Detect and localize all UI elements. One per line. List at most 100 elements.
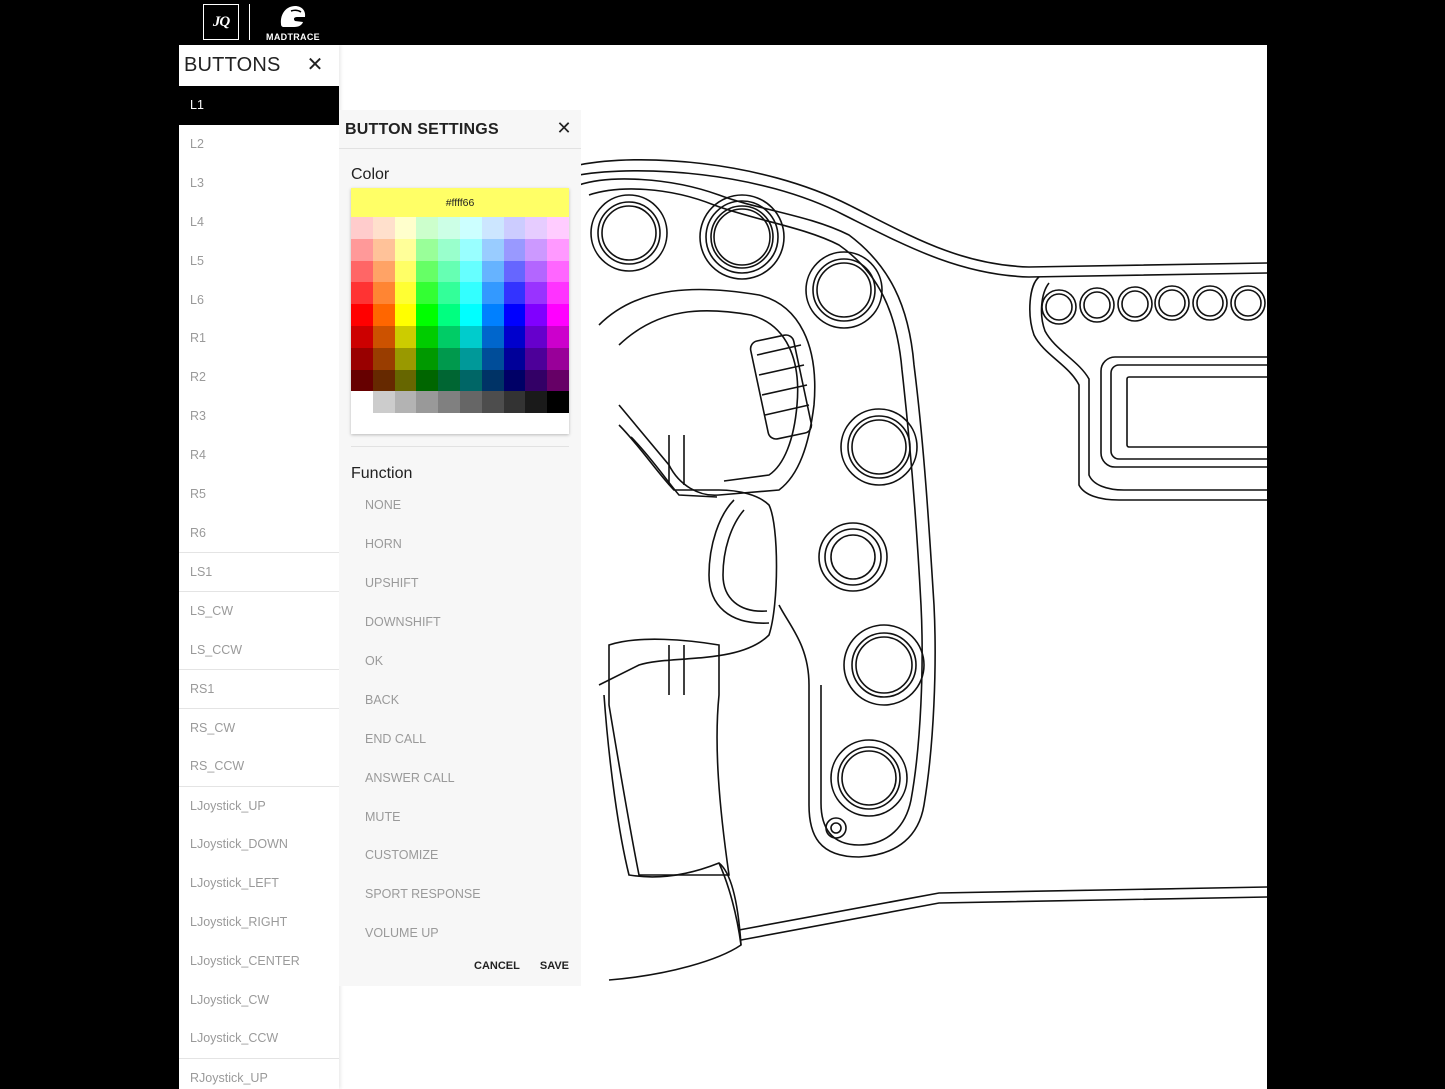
color-swatch[interactable]: [481, 304, 504, 326]
sidebar-item-ls1[interactable]: LS1: [179, 552, 339, 591]
color-swatch[interactable]: [416, 325, 439, 348]
save-button[interactable]: SAVE: [539, 960, 569, 972]
color-swatch[interactable]: [372, 304, 395, 326]
color-swatch[interactable]: [481, 217, 504, 239]
color-swatch[interactable]: [503, 304, 526, 326]
color-swatch[interactable]: [394, 260, 417, 283]
color-swatch[interactable]: [416, 238, 439, 261]
color-swatch[interactable]: [503, 347, 526, 370]
sidebar-item-l4[interactable]: L4: [190, 214, 204, 229]
color-swatch[interactable]: [547, 347, 569, 370]
sidebar-item-l1[interactable]: L1: [179, 86, 339, 125]
sidebar-item-r6[interactable]: R6: [190, 525, 206, 540]
color-swatch[interactable]: [438, 325, 460, 348]
color-swatch[interactable]: [372, 325, 395, 348]
color-swatch[interactable]: [459, 282, 482, 305]
color-swatch[interactable]: [547, 282, 569, 305]
color-swatch[interactable]: [525, 282, 548, 305]
color-swatch[interactable]: [503, 260, 526, 283]
color-swatch[interactable]: [416, 369, 439, 392]
color-swatch[interactable]: [416, 260, 439, 283]
function-option-answer-call[interactable]: ANSWER CALL: [365, 770, 455, 785]
color-swatch[interactable]: [416, 304, 439, 326]
sidebar-item-ljoystick-ccw[interactable]: LJoystick_CCW: [190, 1031, 279, 1046]
color-swatch[interactable]: [394, 238, 417, 261]
color-swatch[interactable]: [394, 391, 417, 414]
color-swatch[interactable]: [525, 217, 548, 239]
sidebar-item-rs-ccw[interactable]: RS_CCW: [190, 759, 245, 774]
color-swatch[interactable]: [547, 369, 569, 392]
color-swatch[interactable]: [438, 391, 460, 414]
color-swatch[interactable]: [372, 217, 395, 239]
color-swatch[interactable]: [438, 282, 460, 305]
sidebar-item-ljoystick-up[interactable]: LJoystick_UP: [179, 785, 339, 825]
color-swatch[interactable]: [459, 260, 482, 283]
color-swatch[interactable]: [503, 325, 526, 348]
function-option-upshift[interactable]: UPSHIFT: [365, 576, 419, 591]
color-swatch[interactable]: [481, 282, 504, 305]
color-swatch[interactable]: [372, 260, 395, 283]
color-swatch[interactable]: [525, 304, 548, 326]
color-swatch[interactable]: [547, 391, 569, 414]
color-swatch[interactable]: [459, 369, 482, 392]
color-swatch[interactable]: [394, 369, 417, 392]
color-swatch[interactable]: [416, 282, 439, 305]
sidebar-item-ljoystick-right[interactable]: LJoystick_RIGHT: [190, 914, 288, 929]
sidebar-item-r3[interactable]: R3: [190, 409, 206, 424]
color-swatch[interactable]: [481, 347, 504, 370]
function-option-horn[interactable]: HORN: [365, 537, 402, 552]
sidebar-item-l5[interactable]: L5: [190, 253, 204, 268]
color-swatch[interactable]: [481, 391, 504, 414]
color-swatch[interactable]: [416, 347, 439, 370]
color-swatch[interactable]: [459, 391, 482, 414]
color-swatch[interactable]: [459, 217, 482, 239]
color-swatch[interactable]: [372, 282, 395, 305]
color-swatch[interactable]: [351, 347, 373, 370]
color-swatch[interactable]: [525, 347, 548, 370]
close-icon[interactable]: ✕: [306, 54, 324, 76]
color-swatch[interactable]: [372, 347, 395, 370]
sidebar-item-l6[interactable]: L6: [190, 292, 204, 307]
color-swatch[interactable]: [351, 325, 373, 348]
function-option-customize[interactable]: CUSTOMIZE: [365, 848, 439, 863]
color-swatch[interactable]: [394, 282, 417, 305]
color-swatch[interactable]: [372, 238, 395, 261]
color-swatch[interactable]: [438, 260, 460, 283]
function-option-sport-response[interactable]: SPORT RESPONSE: [365, 887, 481, 902]
color-swatch[interactable]: [503, 282, 526, 305]
color-swatch[interactable]: [394, 304, 417, 326]
sidebar-item-ljoystick-cw[interactable]: LJoystick_CW: [190, 992, 270, 1007]
sidebar-item-ljoystick-center[interactable]: LJoystick_CENTER: [190, 953, 300, 968]
color-swatch[interactable]: [372, 391, 395, 414]
color-swatch[interactable]: [503, 238, 526, 261]
function-option-mute[interactable]: MUTE: [365, 809, 401, 824]
color-swatch[interactable]: [438, 238, 460, 261]
color-swatch[interactable]: [351, 217, 373, 239]
sidebar-item-rs1[interactable]: RS1: [179, 668, 339, 708]
color-swatch[interactable]: [481, 369, 504, 392]
sidebar-item-ls-ccw[interactable]: LS_CCW: [190, 642, 243, 657]
sidebar-item-ljoystick-left[interactable]: LJoystick_LEFT: [190, 875, 279, 890]
color-swatch[interactable]: [438, 304, 460, 326]
sidebar-item-ls-cw[interactable]: LS_CW: [179, 591, 339, 630]
sidebar-item-r5[interactable]: R5: [190, 486, 206, 501]
color-swatch[interactable]: [459, 304, 482, 326]
color-swatch[interactable]: [525, 325, 548, 348]
color-swatch[interactable]: [547, 238, 569, 261]
color-swatch[interactable]: [481, 238, 504, 261]
color-swatch[interactable]: [547, 304, 569, 326]
color-swatch[interactable]: [438, 217, 460, 239]
sidebar-item-l2[interactable]: L2: [190, 136, 204, 151]
function-option-none[interactable]: NONE: [365, 498, 402, 513]
color-swatch[interactable]: [438, 369, 460, 392]
function-option-volume-up[interactable]: VOLUME UP: [365, 926, 439, 941]
color-swatch[interactable]: [503, 217, 526, 239]
color-swatch[interactable]: [459, 325, 482, 348]
color-swatch[interactable]: [438, 347, 460, 370]
function-option-end-call[interactable]: END CALL: [365, 731, 427, 746]
sidebar-item-r4[interactable]: R4: [190, 448, 206, 463]
color-swatch[interactable]: [547, 260, 569, 283]
color-swatch[interactable]: [416, 391, 439, 414]
function-option-ok[interactable]: OK: [365, 654, 384, 668]
color-swatch[interactable]: [503, 369, 526, 392]
